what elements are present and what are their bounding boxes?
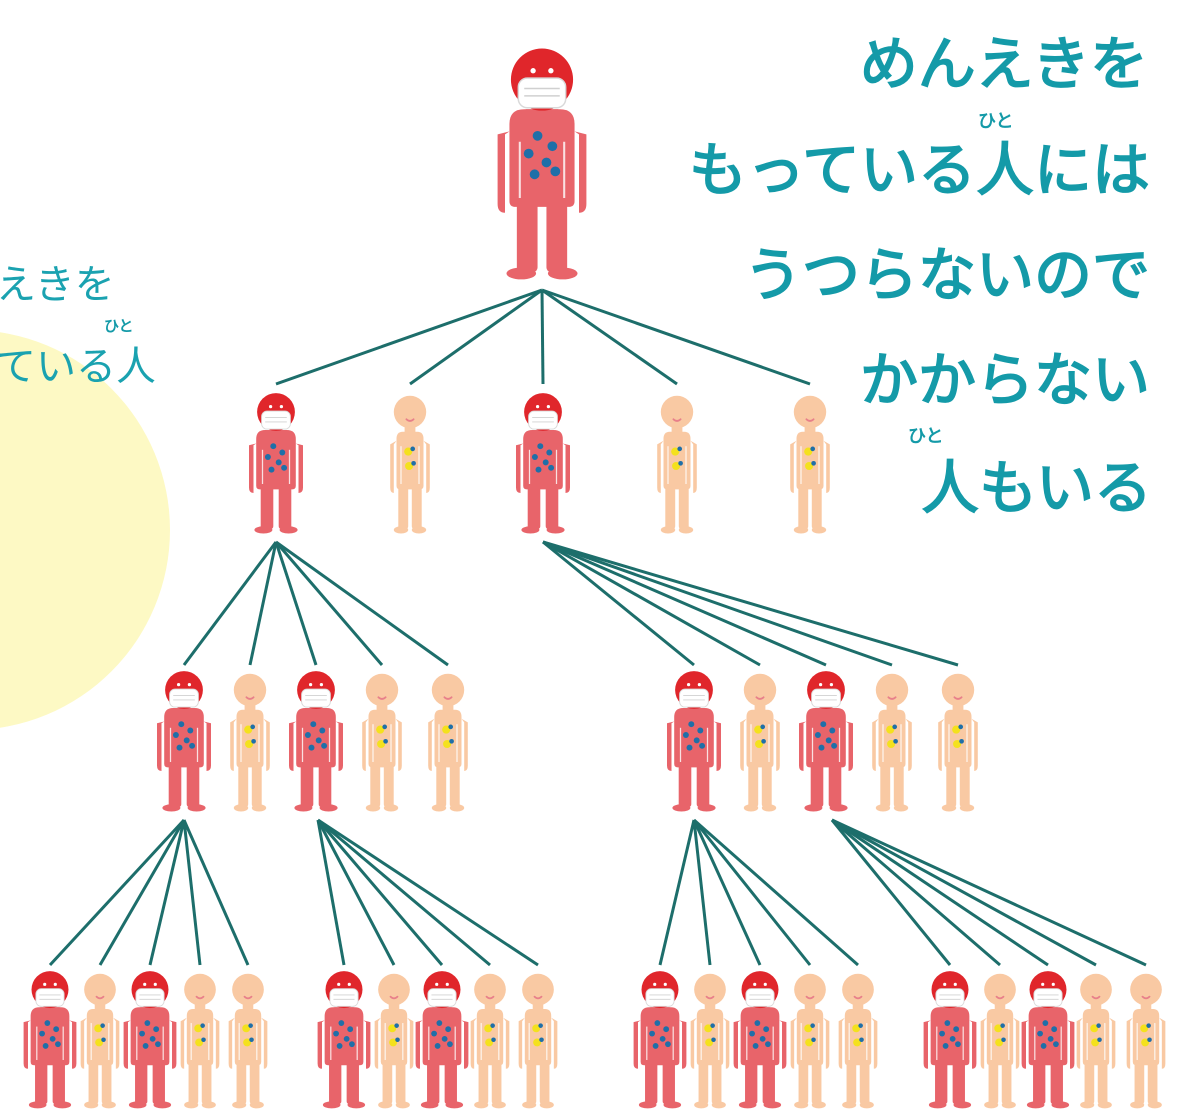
- person-l1-2-immune: [389, 394, 431, 535]
- person-l2-g1-4-immune: [361, 672, 403, 813]
- side-text-ruby: ひと: [104, 317, 134, 335]
- person-l2-g1-2-immune: [229, 672, 271, 813]
- person-l1-4-immune: [656, 394, 698, 535]
- line-l2-to-l3-g3-2: [692, 819, 712, 966]
- side-text-line1: えきを: [0, 262, 115, 308]
- person-l3-g2-2-immune: [373, 972, 415, 1110]
- person-l2-g2-1-infected: [666, 670, 722, 813]
- line-l1-to-l2-g2-4: [542, 540, 893, 667]
- line-l1-to-l2-g2-5: [542, 540, 959, 667]
- person-l2-g2-3-infected: [798, 670, 854, 813]
- line-l2-to-l3-g1-4: [182, 819, 202, 966]
- person-l3-g2-3-infected: [414, 970, 470, 1110]
- person-l3-g1-3-infected: [122, 970, 178, 1110]
- person-l3-g2-5-immune: [517, 972, 559, 1110]
- line-l1-to-l2-g2-1: [542, 540, 695, 667]
- person-l3-g2-1-infected: [316, 970, 372, 1110]
- line-l2-to-l3-g2-4: [317, 818, 491, 967]
- side-text-line2: ている人: [0, 344, 156, 390]
- line-l2-to-l3-g4-4: [831, 818, 1097, 967]
- person-l1-5-immune: [789, 394, 831, 535]
- line-l1-to-l2-g1-5: [275, 540, 449, 667]
- person-l3-g4-2-immune: [979, 972, 1021, 1110]
- person-l3-g4-5-immune: [1125, 972, 1167, 1110]
- person-l2-g1-3-infected: [288, 670, 344, 813]
- person-l1-3-infected: [515, 392, 571, 535]
- line-l2-to-l3-g3-1: [658, 819, 696, 966]
- headline-line3: うつらないので: [744, 241, 1150, 309]
- person-l3-g1-1-infected: [22, 970, 78, 1110]
- headline-ruby-1: ひと: [978, 111, 1013, 132]
- line-l2-to-l3-g4-5: [831, 818, 1147, 967]
- person-l3-g3-2-immune: [689, 972, 731, 1110]
- people-group: [22, 47, 1167, 1110]
- line-l2-to-l3-g1-5: [182, 819, 250, 966]
- person-l3-g3-1-infected: [632, 970, 688, 1110]
- person-l2-g2-4-immune: [871, 672, 913, 813]
- person-l3-g3-3-infected: [732, 970, 788, 1110]
- line-l2-to-l3-g2-5: [317, 818, 539, 967]
- person-l2-g1-1-infected: [156, 670, 212, 813]
- line-l2-to-l3-g3-3: [692, 819, 762, 966]
- line-l2-to-l3-g2-1: [316, 819, 346, 966]
- line-l1-to-l2-g2-3: [542, 540, 827, 667]
- line-l2-to-l3-g1-1: [48, 818, 186, 967]
- headline-line5: 人もいる: [921, 454, 1152, 522]
- headline-line1: めんえきを: [860, 30, 1148, 98]
- line-l1-to-l2-g1-2: [248, 541, 278, 666]
- line-l1-to-l2-g1-1: [182, 541, 278, 666]
- line-l2-to-l3-g3-4: [692, 819, 812, 966]
- line-l2-to-l3-g3-5: [693, 818, 859, 967]
- line-l2-to-l3-g1-3: [148, 819, 186, 966]
- line-root-to-l1-3: [540, 289, 545, 385]
- person-l3-g4-4-immune: [1075, 972, 1117, 1110]
- headline-ruby-2: ひと: [908, 426, 943, 447]
- line-l2-to-l3-g4-2: [831, 818, 1001, 967]
- person-l2-g2-5-immune: [937, 672, 979, 813]
- person-l3-g4-3-infected: [1020, 970, 1076, 1110]
- line-l2-to-l3-g4-3: [831, 818, 1049, 967]
- line-root-to-l1-1: [275, 288, 543, 386]
- line-l1-to-l2-g2-2: [542, 540, 761, 667]
- line-l2-to-l3-g4-1: [830, 819, 952, 966]
- person-l1-1-infected: [248, 392, 304, 535]
- headline-line4: かからない: [860, 346, 1150, 414]
- line-l1-to-l2-g1-4: [274, 541, 384, 666]
- person-l3-g3-4-immune: [789, 972, 831, 1110]
- person-l3-g1-2-immune: [79, 972, 121, 1110]
- connection-lines: [48, 288, 1147, 967]
- person-l3-g1-5-immune: [227, 972, 269, 1110]
- person-l3-g4-1-infected: [922, 970, 978, 1110]
- person-l2-g2-2-immune: [739, 672, 781, 813]
- line-l2-to-l3-g1-2: [98, 819, 186, 966]
- person-root-infected: [496, 47, 588, 281]
- line-l2-to-l3-g2-3: [316, 819, 444, 966]
- headline-line2: もっている人には: [689, 136, 1150, 204]
- line-root-to-l1-2: [409, 288, 543, 386]
- line-l1-to-l2-g1-3: [274, 541, 318, 666]
- line-l2-to-l3-g2-2: [316, 819, 396, 966]
- line-root-to-l1-4: [541, 288, 678, 386]
- person-l3-g1-4-immune: [179, 972, 221, 1110]
- antibody-area-circle: [0, 332, 170, 728]
- person-l3-g2-4-immune: [469, 972, 511, 1110]
- person-l3-g3-5-immune: [837, 972, 879, 1110]
- line-root-to-l1-5: [541, 288, 811, 386]
- person-l2-g1-5-immune: [427, 672, 469, 813]
